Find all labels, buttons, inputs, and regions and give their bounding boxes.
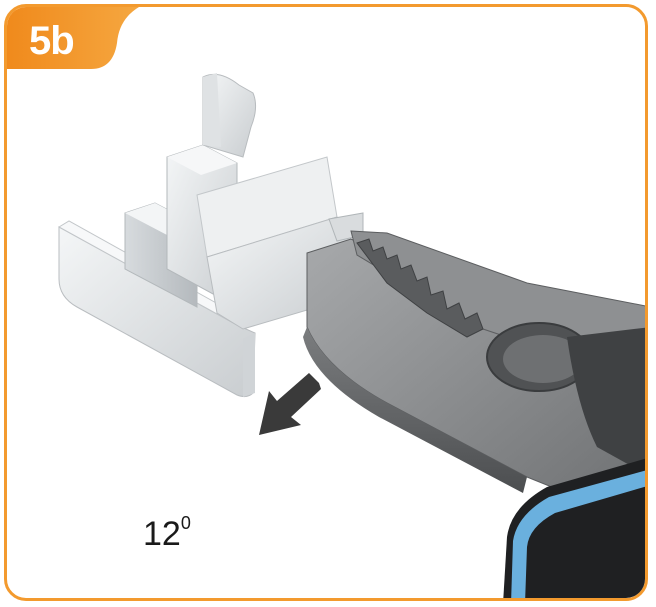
pliers-tool: [303, 230, 645, 598]
step-number: 5b: [29, 19, 75, 63]
angle-value: 12: [143, 515, 181, 553]
direction-arrow: [259, 373, 321, 435]
assembly-illustration: [7, 7, 645, 598]
angle-unit: 0: [180, 512, 191, 533]
angle-label: 120: [143, 512, 191, 554]
step-tab-shape: [7, 7, 139, 69]
step-panel: 5b 120: [4, 4, 648, 601]
jaw-teeth: [356, 238, 484, 338]
